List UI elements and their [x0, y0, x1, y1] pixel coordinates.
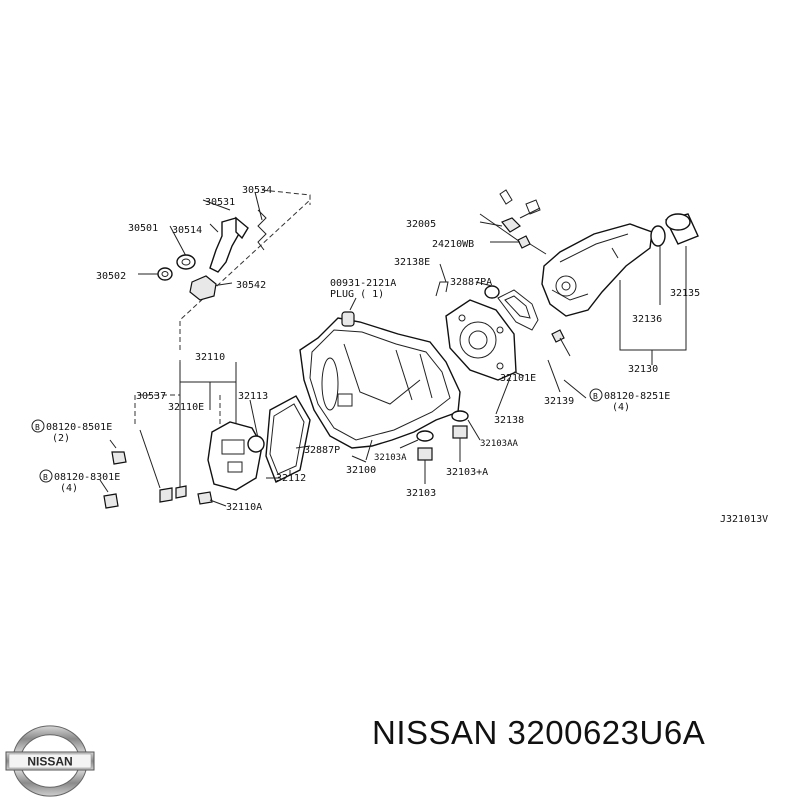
- bolt-mark-icon: [39, 469, 53, 483]
- label-30501: 30501: [128, 223, 158, 234]
- adapter-plate: [435, 281, 571, 415]
- bolt-mark-8251: B: [593, 392, 598, 401]
- label-32113: 32113: [238, 391, 268, 402]
- label-30514: 30514: [172, 225, 202, 236]
- transmission-case: [299, 297, 461, 461]
- bolt-8301e: [99, 479, 119, 509]
- logo-wordmark: NISSAN: [27, 755, 72, 769]
- label-32887pa: 32887PA: [450, 277, 492, 288]
- label-08120-8251e: 08120-8251E: [604, 391, 670, 402]
- label-32110a: 32110A: [226, 502, 262, 513]
- label-30534: 30534: [242, 185, 272, 196]
- shift-fork-group: [138, 189, 311, 350]
- part-labels: 30534 30531 30501 30514 30502 30542 3200…: [31, 185, 768, 525]
- label-30537: 30537: [136, 391, 166, 402]
- label-plug: PLUG ( 1): [330, 289, 384, 300]
- label-08120-8301e: 08120-8301E: [54, 472, 120, 483]
- label-32110: 32110: [195, 352, 225, 363]
- label-30502: 30502: [96, 271, 126, 282]
- nissan-logo: NISSAN: [5, 725, 95, 797]
- bolt-mark-icon: [31, 419, 45, 433]
- label-32005: 32005: [406, 219, 436, 230]
- label-32136: 32136: [632, 314, 662, 325]
- extension-housing-group: [99, 362, 311, 509]
- part-number-caption: NISSAN 3200623U6A: [372, 714, 706, 751]
- label-32112: 32112: [276, 473, 306, 484]
- label-30531: 30531: [205, 197, 235, 208]
- label-32110e: 32110E: [168, 402, 204, 413]
- label-32103aa: 32103AA: [480, 439, 519, 449]
- label-08120-8251e-qty: (4): [612, 402, 630, 413]
- label-32138: 32138: [494, 415, 524, 426]
- label-24210wb: 24210WB: [432, 239, 474, 250]
- leader-lines: [266, 263, 587, 479]
- drain-plugs: [399, 410, 481, 484]
- label-32100: 32100: [346, 465, 376, 476]
- rear-extension-housing: [479, 189, 699, 365]
- label-32103: 32103: [406, 488, 436, 499]
- label-32138e: 32138E: [394, 257, 430, 268]
- label-32103-plus-a: 32103+A: [446, 467, 488, 478]
- bolt-8501e: [109, 439, 127, 465]
- label-32887p: 32887P: [304, 445, 340, 456]
- label-00931-2121a: 00931-2121A: [330, 278, 396, 289]
- label-32139: 32139: [544, 396, 574, 407]
- label-32135: 32135: [670, 288, 700, 299]
- diagram-reference-code: J321013V: [720, 514, 768, 525]
- label-30542: 30542: [236, 280, 266, 291]
- bolt-mark-icon: [589, 388, 603, 402]
- bolt-mark-8301: B: [43, 473, 48, 482]
- label-08120-8501e: 08120-8501E: [46, 422, 112, 433]
- label-32130: 32130: [628, 364, 658, 375]
- label-32101e: 32101E: [500, 373, 536, 384]
- label-32103a: 32103A: [374, 453, 407, 463]
- label-08120-8501e-qty: (2): [52, 433, 70, 444]
- label-08120-8301e-qty: (4): [60, 483, 78, 494]
- bolt-mark-8501: B: [35, 423, 40, 432]
